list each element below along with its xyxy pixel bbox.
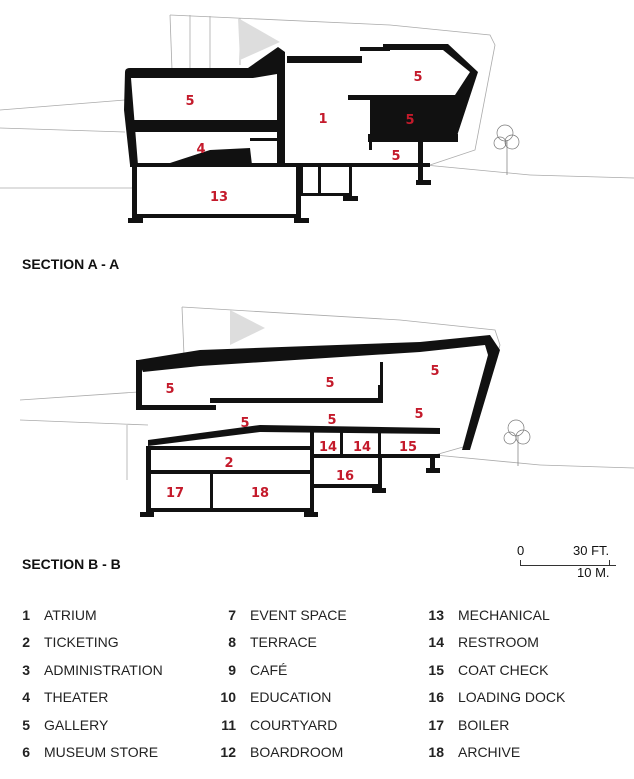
scale-line	[520, 560, 616, 566]
scale-feet: 30 FT.	[573, 543, 610, 558]
legend-room-name: CAFÉ	[250, 661, 288, 678]
legend-number: 18	[428, 744, 444, 760]
section-a-title: SECTION A - A	[22, 256, 120, 272]
room-label: 5	[185, 94, 194, 109]
legend-room-name: BOARDROOM	[250, 744, 344, 760]
room-label: 5	[413, 70, 422, 85]
room-label: 5	[325, 376, 334, 391]
legend-item: 11 COURTYARD	[206, 717, 337, 733]
section-a-walls	[124, 44, 478, 223]
section-a-drawing: 5 4 13 1 5 5 5	[0, 14, 634, 223]
legend-number: 10	[220, 689, 236, 706]
section-b-title: SECTION B - B	[22, 556, 121, 572]
legend-room-name: COURTYARD	[250, 716, 338, 733]
room-label: 18	[251, 486, 269, 501]
scale-tick	[609, 560, 610, 566]
section-b-skylight-hatch	[230, 310, 265, 345]
legend-room-name: EVENT SPACE	[250, 607, 347, 623]
legend-item: 15 COAT CHECK	[414, 661, 549, 678]
legend-number: 5	[22, 716, 30, 733]
legend-number: 13	[428, 607, 444, 623]
section-a-skylight-hatch	[238, 18, 280, 60]
section-b-drawing: 5 5 5 5 5 5 14 14 15 2 16 17 18	[19, 306, 634, 517]
legend-room-name: TERRACE	[250, 634, 317, 651]
legend-number: 4	[22, 689, 30, 706]
section-b-tree	[503, 419, 531, 466]
legend-item: 6 MUSEUM STORE	[0, 744, 158, 760]
legend-room-name: LOADING DOCK	[458, 689, 566, 706]
legend-room-name: RESTROOM	[458, 634, 539, 651]
legend-number: 3	[22, 661, 30, 678]
legend-item: 17 BOILER	[414, 717, 509, 733]
legend-number: 17	[428, 716, 444, 733]
room-label: 15	[399, 440, 417, 455]
legend-room-name: EDUCATION	[250, 689, 332, 706]
legend-room-name: TICKETING	[44, 634, 119, 651]
room-label: 1	[318, 112, 327, 127]
legend-number: 16	[428, 689, 444, 706]
legend-number: 12	[220, 744, 236, 760]
legend-room-name: ARCHIVE	[458, 744, 521, 760]
scale-zero: 0	[517, 543, 525, 558]
legend-room-name: ATRIUM	[44, 607, 97, 623]
legend-item: 18 ARCHIVE	[414, 744, 520, 760]
legend-room-name: MUSEUM STORE	[44, 744, 159, 760]
legend-room-name: BOILER	[458, 716, 510, 733]
room-label: 5	[165, 382, 174, 397]
legend-item: 13 MECHANICAL	[414, 607, 550, 623]
legend-number: 7	[228, 607, 236, 623]
section-b-walls	[136, 335, 500, 517]
room-label: 13	[210, 190, 228, 205]
room-label: 4	[196, 142, 205, 157]
room-label: 5	[327, 413, 336, 428]
legend-item: 1 ATRIUM	[0, 607, 97, 623]
legend-number: 9	[228, 661, 236, 678]
room-label: 5	[430, 364, 439, 379]
legend-item: 2 TICKETING	[0, 634, 119, 651]
legend-item: 4 THEATER	[0, 689, 108, 705]
legend-number: 2	[22, 634, 30, 651]
room-label: 5	[414, 407, 423, 422]
legend-item: 10 EDUCATION	[206, 689, 331, 705]
scale-meters: 10 M.	[577, 565, 610, 580]
legend-number: 15	[428, 661, 444, 678]
legend-room-name: ADMINISTRATION	[44, 661, 163, 678]
legend-room-name: COAT CHECK	[458, 661, 549, 678]
legend-item: 16 LOADING DOCK	[414, 689, 565, 705]
legend-room-name: MECHANICAL	[458, 607, 550, 623]
legend-item: 3 ADMINISTRATION	[0, 662, 163, 678]
scale-bar: 0 30 FT. 10 M.	[505, 543, 620, 583]
legend-number: 1	[22, 607, 30, 623]
legend-item: 12 BOARDROOM	[206, 744, 343, 760]
legend-item: 7 EVENT SPACE	[206, 607, 347, 623]
section-a-context-lines	[0, 14, 634, 189]
legend-item: 5 GALLERY	[0, 717, 108, 733]
legend-item: 9 CAFÉ	[206, 662, 287, 678]
room-label: 2	[224, 456, 233, 471]
room-label: 14	[353, 440, 371, 455]
legend-number: 8	[228, 634, 236, 651]
room-label: 17	[166, 486, 184, 501]
room-label: 16	[336, 469, 354, 484]
legend-number: 14	[428, 634, 444, 651]
legend-item: 14 RESTROOM	[414, 634, 539, 651]
room-label: 5	[391, 149, 400, 164]
legend-number: 11	[221, 716, 236, 733]
room-label: 5	[405, 113, 414, 128]
section-a-tree	[493, 124, 520, 175]
legend-item: 8 TERRACE	[206, 634, 317, 650]
legend-room-name: THEATER	[44, 689, 109, 706]
room-label: 14	[319, 440, 337, 455]
legend-room-name: GALLERY	[44, 716, 109, 733]
room-label: 5	[240, 416, 249, 431]
legend-number: 6	[22, 744, 30, 760]
